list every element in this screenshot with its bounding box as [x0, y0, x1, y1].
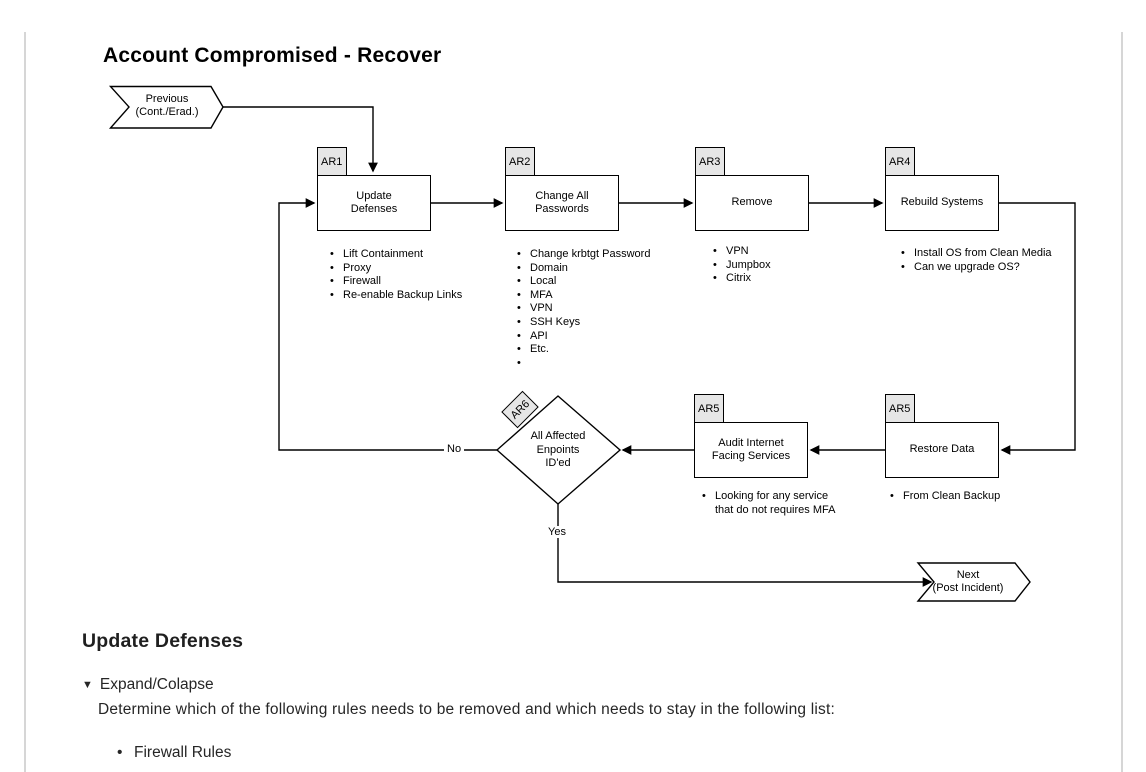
- bullets-audit-internet-facing-services: Looking for any service that do not requ…: [698, 490, 840, 517]
- decision-label-line2: Enpoints: [536, 443, 580, 456]
- connector-no-loop-to-ar1: [278, 198, 497, 451]
- page-border-right: [1121, 32, 1123, 772]
- bullet-item: API: [513, 330, 668, 344]
- bullet-item: Local: [513, 275, 668, 289]
- bullet-item: Looking for any service that do not requ…: [698, 490, 840, 517]
- node-box-remove: Remove: [695, 175, 809, 231]
- no-edge-label: No: [444, 443, 465, 455]
- expand-collapse-label: Expand/Colapse: [99, 676, 214, 693]
- bullets-remove: VPNJumpboxCitrix: [709, 245, 829, 286]
- bullet-item: Re-enable Backup Links: [326, 289, 474, 303]
- bullet-item: From Clean Backup: [886, 490, 1036, 504]
- bullet-item: Firewall: [326, 275, 474, 289]
- content-list: Firewall Rules: [117, 744, 231, 762]
- bullets-restore-data: From Clean Backup: [886, 490, 1036, 504]
- node-label-update-defenses: Update Defenses: [350, 189, 398, 216]
- bullet-item: Jumpbox: [709, 259, 829, 273]
- bullet-item: Proxy: [326, 262, 474, 276]
- page-title: Account Compromised - Recover: [103, 44, 442, 67]
- page-border-left: [24, 32, 26, 772]
- next-label: Next (Post Incident): [918, 569, 1018, 595]
- previous-label-line1: Previous: [145, 93, 189, 105]
- bullet-item: Firewall Rules: [117, 744, 231, 762]
- node-tag-ar5-restore: AR5: [885, 394, 915, 423]
- bullet-item: VPN: [709, 245, 829, 259]
- next-label-line1: Next: [956, 569, 980, 581]
- connector-ar4-to-restore: [999, 202, 1076, 455]
- section-heading: Update Defenses: [82, 630, 244, 652]
- node-label-change-all-passwords: Change All Passwords: [535, 189, 589, 216]
- bullet-item: Install OS from Clean Media: [897, 247, 1062, 261]
- bullet-item: Lift Containment: [326, 248, 474, 262]
- previous-label: Previous (Cont./Erad.): [117, 93, 217, 119]
- bullet-item: MFA: [513, 289, 668, 303]
- decision-label: All Affected Enpoints ID'ed: [503, 430, 613, 471]
- previous-shape: [108, 85, 224, 129]
- triangle-down-icon: ▼: [82, 679, 93, 691]
- decision-diamond: [495, 395, 622, 505]
- decision-label-line3: ID'ed: [545, 457, 571, 469]
- bullets-change-all-passwords: Change krbtgt PasswordDomainLocalMFAVPNS…: [513, 248, 668, 370]
- bullet-item: Change krbtgt Password: [513, 248, 668, 262]
- bullets-rebuild-systems: Install OS from Clean MediaCan we upgrad…: [897, 247, 1062, 274]
- connector-previous-to-ar1: [223, 106, 378, 173]
- node-label-remove: Remove: [731, 196, 773, 209]
- bullet-item: Domain: [513, 262, 668, 276]
- node-box-change-all-passwords: Change All Passwords: [505, 175, 619, 231]
- previous-label-line2: (Cont./Erad.): [135, 106, 199, 118]
- node-tag-ar4: AR4: [885, 147, 915, 176]
- bullet-item: VPN: [513, 302, 668, 316]
- node-label-audit-internet-facing-services: Audit Internet Facing Services: [711, 436, 791, 463]
- bullet-item: Citrix: [709, 272, 829, 286]
- next-shape: [916, 562, 1031, 602]
- yes-edge-label: Yes: [545, 526, 569, 538]
- node-label-restore-data: Restore Data: [909, 443, 975, 456]
- node-box-restore-data: Restore Data: [885, 422, 999, 478]
- instruction-text: Determine which of the following rules n…: [98, 701, 835, 718]
- bullet-item: SSH Keys: [513, 316, 668, 330]
- decision-label-line1: All Affected: [530, 430, 586, 442]
- bullet-item: [513, 357, 668, 371]
- next-label-line2: (Post Incident): [932, 582, 1004, 594]
- node-tag-ar1: AR1: [317, 147, 347, 176]
- node-box-audit-internet-facing-services: Audit Internet Facing Services: [694, 422, 808, 478]
- node-box-update-defenses: Update Defenses: [317, 175, 431, 231]
- bullet-item: Etc.: [513, 343, 668, 357]
- bullet-item: Can we upgrade OS?: [897, 261, 1062, 275]
- node-tag-ar2: AR2: [505, 147, 535, 176]
- node-tag-ar3: AR3: [695, 147, 725, 176]
- node-label-rebuild-systems: Rebuild Systems: [900, 196, 984, 209]
- bullets-update-defenses: Lift ContainmentProxyFirewallRe-enable B…: [326, 248, 474, 302]
- node-tag-ar5-audit: AR5: [694, 394, 724, 423]
- node-box-rebuild-systems: Rebuild Systems: [885, 175, 999, 231]
- expand-collapse-toggle[interactable]: ▼ Expand/Colapse: [82, 676, 214, 694]
